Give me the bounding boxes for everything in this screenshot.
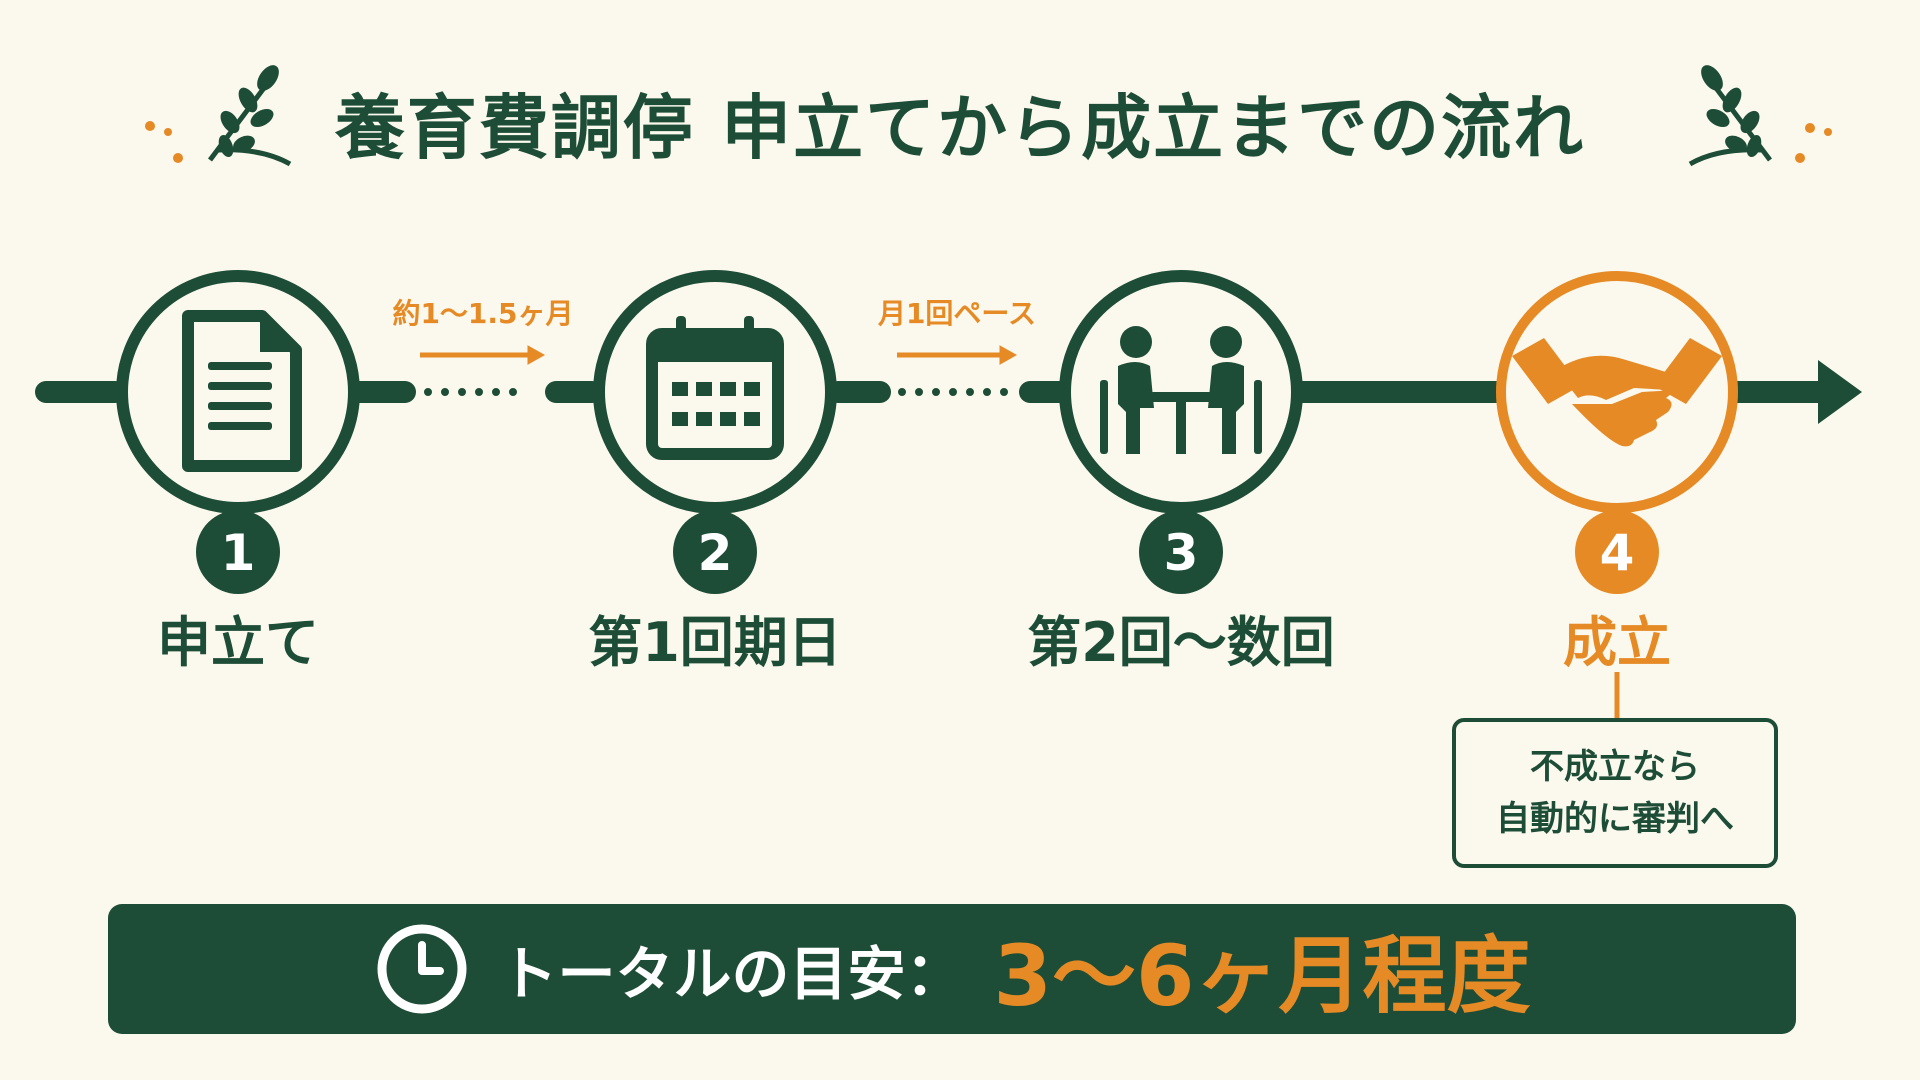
leaf-branch-icon	[1688, 65, 1772, 167]
document-icon	[182, 310, 302, 472]
right-decoration	[1688, 65, 1832, 167]
interval-arrow-icon	[420, 345, 546, 365]
step-circle-2	[593, 270, 837, 514]
page-title: 養育費調停 申立てから成立までの流れ	[334, 87, 1586, 169]
dot-icon	[1824, 128, 1832, 136]
step-number-badge	[1139, 510, 1223, 594]
step-number: 4	[1600, 524, 1635, 582]
step-label-1: 申立て	[157, 611, 319, 674]
interval-label-1: 約1〜1.5ヶ月	[392, 297, 574, 330]
total-label: トータルの目安：	[499, 940, 964, 1008]
arrow-head-icon	[1818, 360, 1862, 424]
step-number: 2	[698, 524, 733, 582]
step-number-badge	[1575, 510, 1659, 594]
dot-icon	[164, 128, 172, 136]
timeline: 1 2 3 4	[35, 270, 1862, 718]
interval-arrow-icon	[897, 345, 1018, 365]
step-number: 1	[221, 524, 256, 582]
failure-note: 不成立なら 自動的に審判へ	[1452, 718, 1778, 868]
dot-icon	[173, 153, 183, 163]
calendar-icon	[646, 316, 784, 460]
step-label-4: 成立	[1563, 611, 1671, 674]
left-decoration	[145, 65, 292, 167]
step-label-2: 第1回期日	[588, 611, 842, 674]
clock-icon	[377, 924, 467, 1014]
interval-label-2: 月1回ペース	[877, 297, 1037, 330]
step-label-3: 第2回〜数回	[1027, 611, 1335, 674]
total-value: 3〜6ヶ月程度	[993, 926, 1531, 1025]
dot-icon	[1795, 153, 1805, 163]
dot-icon	[145, 121, 155, 131]
note-line-1: 不成立なら	[1530, 747, 1700, 787]
step-number-badge	[196, 510, 280, 594]
meeting-icon	[1100, 326, 1262, 454]
dot-icon	[1805, 123, 1815, 133]
step-number: 3	[1164, 524, 1199, 582]
total-duration-bar: トータルの目安： 3〜6ヶ月程度	[108, 904, 1796, 1034]
step-number-badge	[673, 510, 757, 594]
leaf-branch-icon	[208, 65, 292, 167]
note-line-2: 自動的に審判へ	[1496, 799, 1734, 839]
handshake-icon	[1512, 338, 1722, 447]
